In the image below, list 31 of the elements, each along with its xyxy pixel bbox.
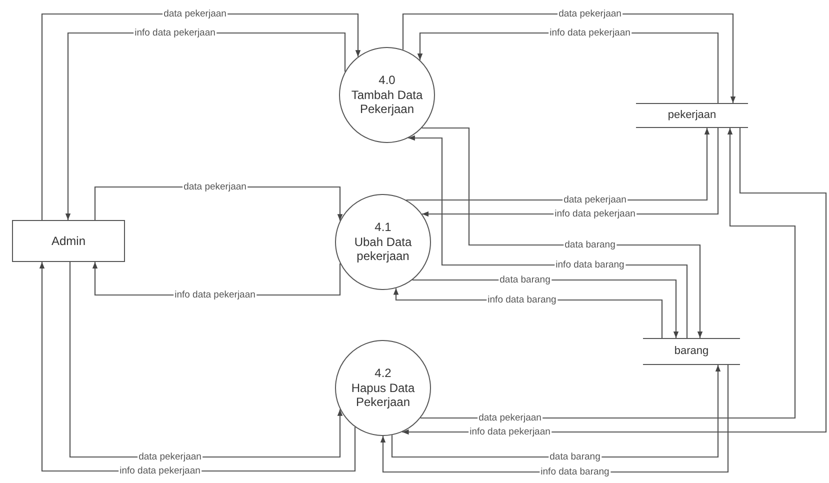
- edge-label: data pekerjaan: [562, 195, 628, 205]
- edge-label: info data barang: [554, 260, 626, 270]
- arrow: [41, 13, 361, 220]
- edge-label: info data pekerjaan: [118, 466, 202, 476]
- edge-label: data pekerjaan: [478, 413, 542, 423]
- process-name: Hapus Data Pekerjaan: [350, 380, 416, 410]
- edge-label: info data barang: [540, 467, 610, 477]
- edge-label: info data pekerjaan: [174, 290, 256, 300]
- edge-label: info data pekerjaan: [468, 427, 552, 437]
- process-number: 4.2: [374, 366, 392, 381]
- process-number: 4.1: [374, 220, 392, 235]
- arrow: [402, 128, 827, 435]
- external-entity-box: [12, 220, 125, 262]
- edge-label: data pekerjaan: [182, 182, 248, 192]
- edge-label: data pekerjaan: [138, 452, 202, 462]
- store-name: barang: [674, 344, 709, 358]
- entity-name: Admin: [51, 234, 86, 248]
- store-name: pekerjaan: [668, 108, 716, 122]
- process-name: Ubah Data pekerjaan: [353, 234, 413, 264]
- edge-label: data pekerjaan: [162, 9, 228, 19]
- arrow: [420, 128, 796, 419]
- edge-label: info data pekerjaan: [554, 209, 636, 219]
- process-number: 4.0: [378, 73, 396, 88]
- edge-label: info data pekerjaan: [134, 28, 216, 38]
- edge-label: info data pekerjaan: [548, 28, 632, 38]
- process-name: Tambah Data Pekerjaan: [350, 88, 424, 117]
- edge-label: data barang: [548, 452, 602, 462]
- edge-label: info data barang: [486, 295, 558, 305]
- edge-label: data pekerjaan: [558, 9, 622, 19]
- edge-label: data barang: [498, 275, 552, 285]
- edge-label: data barang: [564, 240, 616, 250]
